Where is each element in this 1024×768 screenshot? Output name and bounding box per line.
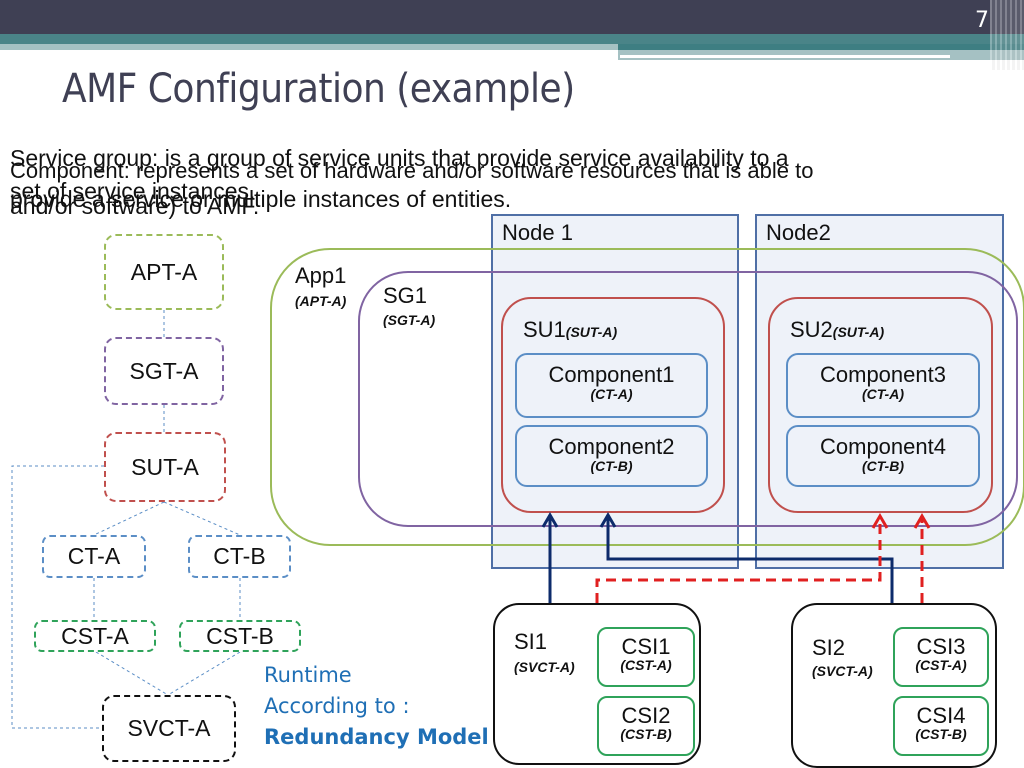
app1-type-text: (APT-A) xyxy=(295,293,347,309)
overlapping-text-line3: provide a service or multiple instances … xyxy=(10,186,512,212)
su1-type: (SUT-A) xyxy=(565,324,618,340)
component-4: Component4 (CT-B) xyxy=(786,425,980,487)
su1-label: SU1 xyxy=(523,317,566,342)
sut-cta-connector xyxy=(93,501,165,536)
runtime-note-line2: According to : xyxy=(264,694,410,718)
runtime-note: Runtime According to : Redundancy Model xyxy=(264,660,489,753)
sg1-type: (SGT-A) xyxy=(383,312,436,328)
overlapping-text-line2b: and/or software) to AMF. xyxy=(10,193,260,219)
standby-arrow-head-1 xyxy=(871,513,889,529)
active-arrow-head-2 xyxy=(599,512,617,528)
cstb-svct-connector xyxy=(167,651,241,696)
csi-1-type: (CST-A) xyxy=(620,657,672,674)
component-1-label: Component1 xyxy=(548,362,675,387)
header-stripes xyxy=(990,0,1024,70)
node-2-label: Node2 xyxy=(766,220,831,245)
su1-container: SU1(SUT-A) xyxy=(501,297,725,513)
slide-number: 7 xyxy=(975,8,989,33)
overlapping-text-line1b: Component: represents a set of hardware … xyxy=(10,158,814,183)
component-4-label: Component4 xyxy=(820,434,946,459)
type-cst-a-label: CST-A xyxy=(61,622,129,649)
component-2: Component2 (CT-B) xyxy=(515,425,708,487)
csi-3-type: (CST-A) xyxy=(915,657,967,674)
component-1-type: (CT-A) xyxy=(590,386,633,403)
sut-svct-connector xyxy=(11,465,104,729)
type-sgt-label: SGT-A xyxy=(129,357,199,384)
su2-container: SU2(SUT-A) xyxy=(768,297,993,513)
component-3-type: (CT-A) xyxy=(862,386,904,403)
component-2-type: (CT-B) xyxy=(590,458,633,475)
csi-3-label: CSI3 xyxy=(916,634,966,659)
component-1: Component1 (CT-A) xyxy=(515,353,708,418)
sg1-label: SG1 xyxy=(383,283,428,308)
su2-label: SU2 xyxy=(790,317,833,342)
runtime-note-redundancy-model: Redundancy Model xyxy=(264,725,489,749)
type-box-sgt: SGT-A xyxy=(104,337,224,405)
runtime-note-line1: Runtime xyxy=(264,663,352,687)
standby-arrow-si1-su2 xyxy=(595,517,882,603)
csi-4-type: (CST-B) xyxy=(915,726,967,743)
type-box-svct: SVCT-A xyxy=(102,695,236,762)
si1-label: SI1 xyxy=(514,629,548,654)
app1-type: (APT-A) xyxy=(295,293,346,309)
node-1-label: Node 1 xyxy=(502,220,573,245)
csta-svct-connector xyxy=(95,651,169,696)
type-box-cst-b: CST-B xyxy=(179,620,301,652)
header-accent-band-light xyxy=(0,44,620,50)
type-apt-label: APT-A xyxy=(130,258,198,285)
su1-title: SU1(SUT-A) xyxy=(523,317,617,343)
csi-1: CSI1 (CST-A) xyxy=(597,627,695,687)
csi-2-type: (CST-B) xyxy=(620,726,672,743)
type-sut-label: SUT-A xyxy=(131,453,199,480)
component-2-label: Component2 xyxy=(548,434,675,459)
type-ct-b-label: CT-B xyxy=(213,543,266,569)
sut-ctb-connector xyxy=(163,501,241,536)
overlapping-text-line1: Service group: is a group of service uni… xyxy=(10,145,789,171)
si2-label: SI2 xyxy=(812,635,846,660)
type-ct-a-label: CT-A xyxy=(67,543,121,569)
si1-type: (SVCT-A) xyxy=(514,659,575,675)
type-box-apt: APT-A xyxy=(104,234,224,310)
overlapping-text-line2: set of service instances. xyxy=(10,178,256,204)
active-arrow-si2-su1 xyxy=(606,515,894,603)
type-svct-label: SVCT-A xyxy=(127,715,211,741)
su2-title: SU2(SUT-A) xyxy=(790,317,884,343)
type-cst-b-label: CST-B xyxy=(206,622,274,649)
component-4-type: (CT-B) xyxy=(862,458,904,475)
si2-type: (SVCT-A) xyxy=(812,663,873,679)
type-box-ct-a: CT-A xyxy=(42,535,146,578)
header-accent-line xyxy=(620,55,950,58)
csi-4: CSI4 (CST-B) xyxy=(893,696,989,756)
csi-2: CSI2 (CST-B) xyxy=(597,696,695,756)
su2-type: (SUT-A) xyxy=(832,324,885,340)
slide-title: AMF Configuration (example) xyxy=(62,66,575,112)
active-arrow-head-1 xyxy=(541,512,559,528)
header-accent-band xyxy=(0,34,1024,44)
csi-2-label: CSI2 xyxy=(621,703,671,728)
app1-label: App1 xyxy=(295,263,347,288)
component-3: Component3 (CT-A) xyxy=(786,353,980,418)
slide-header-bar xyxy=(0,0,1024,34)
sg1-container xyxy=(358,271,1018,527)
csi-1-label: CSI1 xyxy=(621,634,671,659)
type-box-ct-b: CT-B xyxy=(188,535,291,578)
component-3-label: Component3 xyxy=(820,362,946,387)
standby-arrow-head-2 xyxy=(913,513,931,529)
header-accent-band-dark xyxy=(618,44,1024,50)
type-box-cst-a: CST-A xyxy=(34,620,156,652)
csi-3: CSI3 (CST-A) xyxy=(893,627,989,687)
type-box-sut: SUT-A xyxy=(104,432,226,502)
csi-4-label: CSI4 xyxy=(916,703,966,728)
